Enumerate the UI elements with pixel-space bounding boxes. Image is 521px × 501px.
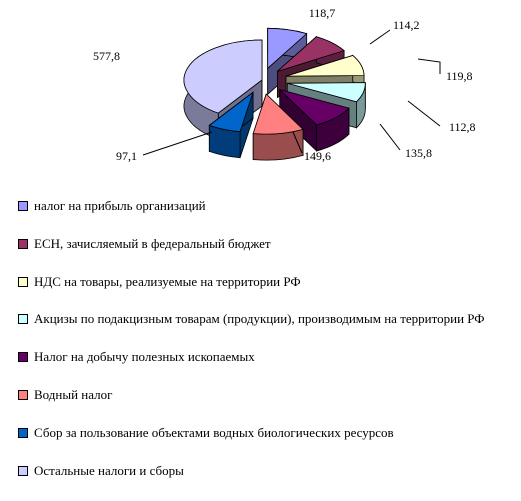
leader-line [417, 58, 441, 74]
legend-label: НДС на товары, реализуемые на территории… [34, 273, 301, 289]
legend-swatch [18, 314, 28, 325]
legend-label: Остальные налоги и сборы [34, 462, 184, 478]
legend-label: ЕСН, зачисляемый в федеральный бюджет [34, 235, 271, 251]
pie-slice-7 [208, 91, 254, 159]
legend-item: НДС на товары, реализуемые на территории… [18, 272, 301, 292]
leader-line [292, 131, 303, 154]
leader-line [142, 131, 213, 156]
legend-swatch [18, 201, 28, 211]
pie-slice-top [277, 36, 345, 72]
pie-slice-top [279, 89, 350, 126]
legend-label: налог на прибыль организаций [34, 198, 206, 213]
legend-label: Водный налог [34, 387, 113, 402]
data-label: 149,6 [304, 149, 331, 163]
legend-label: Сбор за пользование объектами водных био… [34, 424, 394, 440]
data-label: 119,8 [446, 69, 473, 83]
legend-item: ЕСН, зачисляемый в федеральный бюджет [18, 234, 271, 254]
legend-item: Акцизы по подакцизным товарам (продукции… [18, 309, 485, 329]
legend-swatch [18, 390, 28, 400]
pie-slice-5 [279, 88, 350, 152]
pie-slice-top [267, 27, 308, 70]
data-label: 112,8 [449, 120, 476, 134]
pie-slice-6 [252, 93, 304, 161]
pie-slice-top [287, 82, 366, 103]
data-label: 118,7 [309, 6, 336, 20]
pie-slice-top [252, 93, 304, 135]
leader-line [369, 29, 391, 45]
legend-item: Сбор за пользование объектами водных био… [18, 423, 394, 443]
leader-line [407, 100, 441, 127]
legend-swatch [18, 465, 28, 476]
pie-slice-top [183, 39, 263, 114]
legend-label: Акцизы по подакцизным товарам (продукции… [34, 311, 485, 327]
legend-item: налог на прибыль организаций [18, 196, 206, 216]
pie-chart: 118,7 114,2 119,8 112,8 135,8 149,6 97,1 577,8 [93, 6, 476, 163]
legend-item: Налог на добычу полезных ископаемых [18, 347, 255, 367]
legend-swatch [18, 427, 28, 438]
legend-swatch [18, 238, 28, 249]
leader-line [379, 123, 401, 151]
legend-swatch [18, 352, 28, 363]
legend-item: Водный налог [18, 385, 112, 405]
data-label: 114,2 [393, 18, 420, 32]
legend-item: Остальные налоги и сборы [18, 461, 184, 481]
legend-label: Налог на добычу полезных ископаемых [34, 349, 255, 365]
data-label: 135,8 [405, 146, 432, 160]
data-label: 97,1 [116, 149, 137, 163]
pie-slice-top [285, 55, 365, 77]
data-label: 577,8 [93, 49, 120, 63]
pie-slice-top [208, 91, 254, 133]
legend-swatch [18, 276, 28, 287]
